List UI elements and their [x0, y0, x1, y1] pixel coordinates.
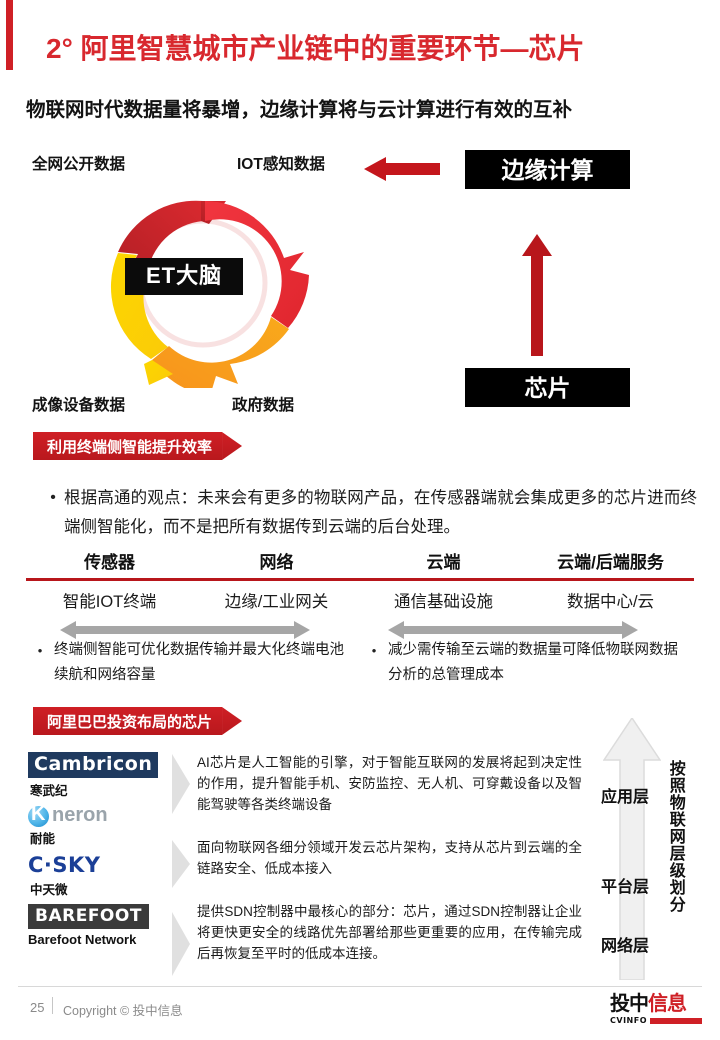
copyright-text: Copyright © 投中信息 — [63, 1004, 183, 1018]
note-marker-icon: • — [371, 643, 377, 658]
page-title: 2° 阿里智慧城市产业链中的重要环节—芯片 — [46, 33, 585, 64]
kneron-sphere-icon — [28, 806, 49, 827]
brand-logo-cn-dark: 投中 — [610, 993, 649, 1015]
section1-bullet-text: 根据高通的观点：未来会有更多的物联网产品，在传感器端就会集成更多的芯片进而终端侧… — [64, 489, 697, 536]
section2-banner-label: 阿里巴巴投资布局的芯片 — [33, 707, 223, 735]
chevron-separators — [170, 752, 196, 982]
brand-logo-cn: 投中信息 — [610, 994, 702, 1014]
cycle-segment-bottom-right — [152, 317, 289, 388]
pipeline-note: • 减少需传输至云端的数据量可降低物联网数据分析的总管理成本 — [360, 638, 694, 688]
cycle-center-label: ET大脑 — [125, 258, 244, 295]
edge-computing-box: 边缘计算 — [465, 150, 630, 189]
company-cambricon: Cambricon 寒武纪 — [28, 752, 168, 799]
banner-tip-icon — [222, 707, 243, 735]
diagram-label-bottom-right: 政府数据 — [232, 397, 295, 414]
pipeline-table: 传感器 网络 云端 云端/后端服务 智能IOT终端 边缘/工业网关 通信基础设施… — [26, 548, 694, 612]
table-rule-divider — [26, 578, 694, 581]
cycle-segment-top-right — [205, 201, 309, 328]
company-csky: C·SKY 中天微 — [28, 853, 168, 898]
page-subtitle: 物联网时代数据量将暴增，边缘计算将与云计算进行有效的互补 — [26, 99, 573, 121]
double-arrow-left-icon — [60, 621, 310, 644]
bullet-marker-icon: • — [50, 489, 56, 506]
banner-tip-icon — [222, 432, 243, 460]
table-row: 智能IOT终端 边缘/工业网关 通信基础设施 数据中心/云 — [26, 588, 694, 612]
csky-cn-name: 中天微 — [30, 883, 68, 897]
chevron-right-icon — [172, 754, 190, 814]
company-descriptions: AI芯片是人工智能的引擎，对于智能互联网的发展将起到决定性的作用，提升智能手机、… — [197, 752, 582, 964]
diagram-label-top-left: 全网公开数据 — [32, 156, 126, 173]
up-arrow — [521, 234, 553, 361]
note-text: 减少需传输至云端的数据量可降低物联网数据分析的总管理成本 — [388, 642, 678, 683]
double-arrow-right-icon — [388, 621, 638, 644]
company-barefoot: BAREFOOT Barefoot Network — [28, 904, 168, 947]
layer-label-application: 应用层 — [601, 789, 650, 806]
layer-up-arrow-icon — [602, 716, 662, 985]
company-kneron: K neron 耐能 — [28, 803, 168, 847]
pipeline-note: • 终端侧智能可优化数据传输并最大化终端电池续航和网络容量 — [26, 638, 360, 688]
table-header-cell: 云端/后端服务 — [557, 553, 664, 572]
table-cell: 智能IOT终端 — [62, 593, 157, 611]
layer-label-network: 网络层 — [601, 938, 650, 955]
section1-bullet: • 根据高通的观点：未来会有更多的物联网产品，在传感器端就会集成更多的芯片进而终… — [42, 484, 697, 542]
table-cell: 边缘/工业网关 — [224, 593, 329, 611]
diagram-label-bottom-left: 成像设备数据 — [32, 397, 126, 414]
table-header-cell: 传感器 — [84, 553, 135, 572]
barefoot-cn-name: Barefoot Network — [28, 932, 137, 947]
section1-banner-label: 利用终端侧智能提升效率 — [33, 432, 223, 460]
cycle-arrowhead-bottom-left — [144, 360, 173, 385]
kneron-logo: K neron — [28, 803, 108, 827]
company-logo-list: Cambricon 寒武纪 K neron 耐能 C·SKY 中天微 BAREF… — [28, 752, 168, 950]
kneron-logo-letter: K — [31, 803, 46, 825]
pipeline-table-header: 传感器 网络 云端 云端/后端服务 — [26, 548, 694, 578]
table-header-cell: 网络 — [259, 553, 294, 572]
layer-label-platform: 平台层 — [601, 879, 650, 896]
brand-logo-en-row: CVINFO — [610, 1016, 702, 1025]
kneron-cn-name: 耐能 — [30, 832, 56, 846]
brand-logo-en: CVINFO — [610, 1016, 647, 1025]
layer-vertical-caption: 按照物联网层级划分 — [666, 760, 684, 913]
cycle-segment-top-left — [118, 200, 203, 276]
pipeline-notes: • 终端侧智能可优化数据传输并最大化终端电池续航和网络容量 • 减少需传输至云端… — [26, 638, 694, 688]
note-marker-icon: • — [37, 643, 43, 658]
kneron-logo-text: neron — [52, 804, 108, 826]
left-accent-bar — [6, 0, 13, 70]
diagram-label-top-right: IOT感知数据 — [237, 156, 325, 173]
company-description: 面向物联网各细分领域开发云芯片架构，支持从芯片到云端的全链路安全、低成本接入 — [197, 840, 582, 876]
table-header-cell: 云端 — [426, 553, 461, 572]
section2-banner: 阿里巴巴投资布局的芯片 — [33, 707, 243, 735]
cambricon-logo: Cambricon — [28, 752, 159, 778]
note-text: 终端侧智能可优化数据传输并最大化终端电池续航和网络容量 — [54, 642, 344, 683]
barefoot-logo: BAREFOOT — [28, 904, 149, 929]
chip-box: 芯片 — [465, 368, 630, 407]
page-number: 25 — [30, 1000, 45, 1015]
csky-logo: C·SKY — [28, 853, 101, 877]
brand-logo-cn-red: 信息 — [648, 993, 687, 1015]
cambricon-cn-name: 寒武纪 — [30, 784, 68, 798]
section1-banner: 利用终端侧智能提升效率 — [33, 432, 243, 460]
company-description: AI芯片是人工智能的引擎，对于智能互联网的发展将起到决定性的作用，提升智能手机、… — [197, 755, 582, 812]
table-cell: 通信基础设施 — [394, 593, 493, 611]
brand-logo: 投中信息 CVINFO — [610, 994, 702, 1025]
footer-divider — [18, 986, 702, 987]
company-description: 提供SDN控制器中最核心的部分：芯片，通过SDN控制器让企业将更快更安全的线路优… — [197, 904, 582, 961]
brand-logo-red-bar — [650, 1017, 702, 1024]
chevron-right-icon — [172, 912, 190, 976]
chevron-right-icon — [172, 840, 190, 888]
left-arrow — [364, 156, 440, 187]
footer-separator — [52, 997, 53, 1014]
table-cell: 数据中心/云 — [566, 593, 655, 611]
